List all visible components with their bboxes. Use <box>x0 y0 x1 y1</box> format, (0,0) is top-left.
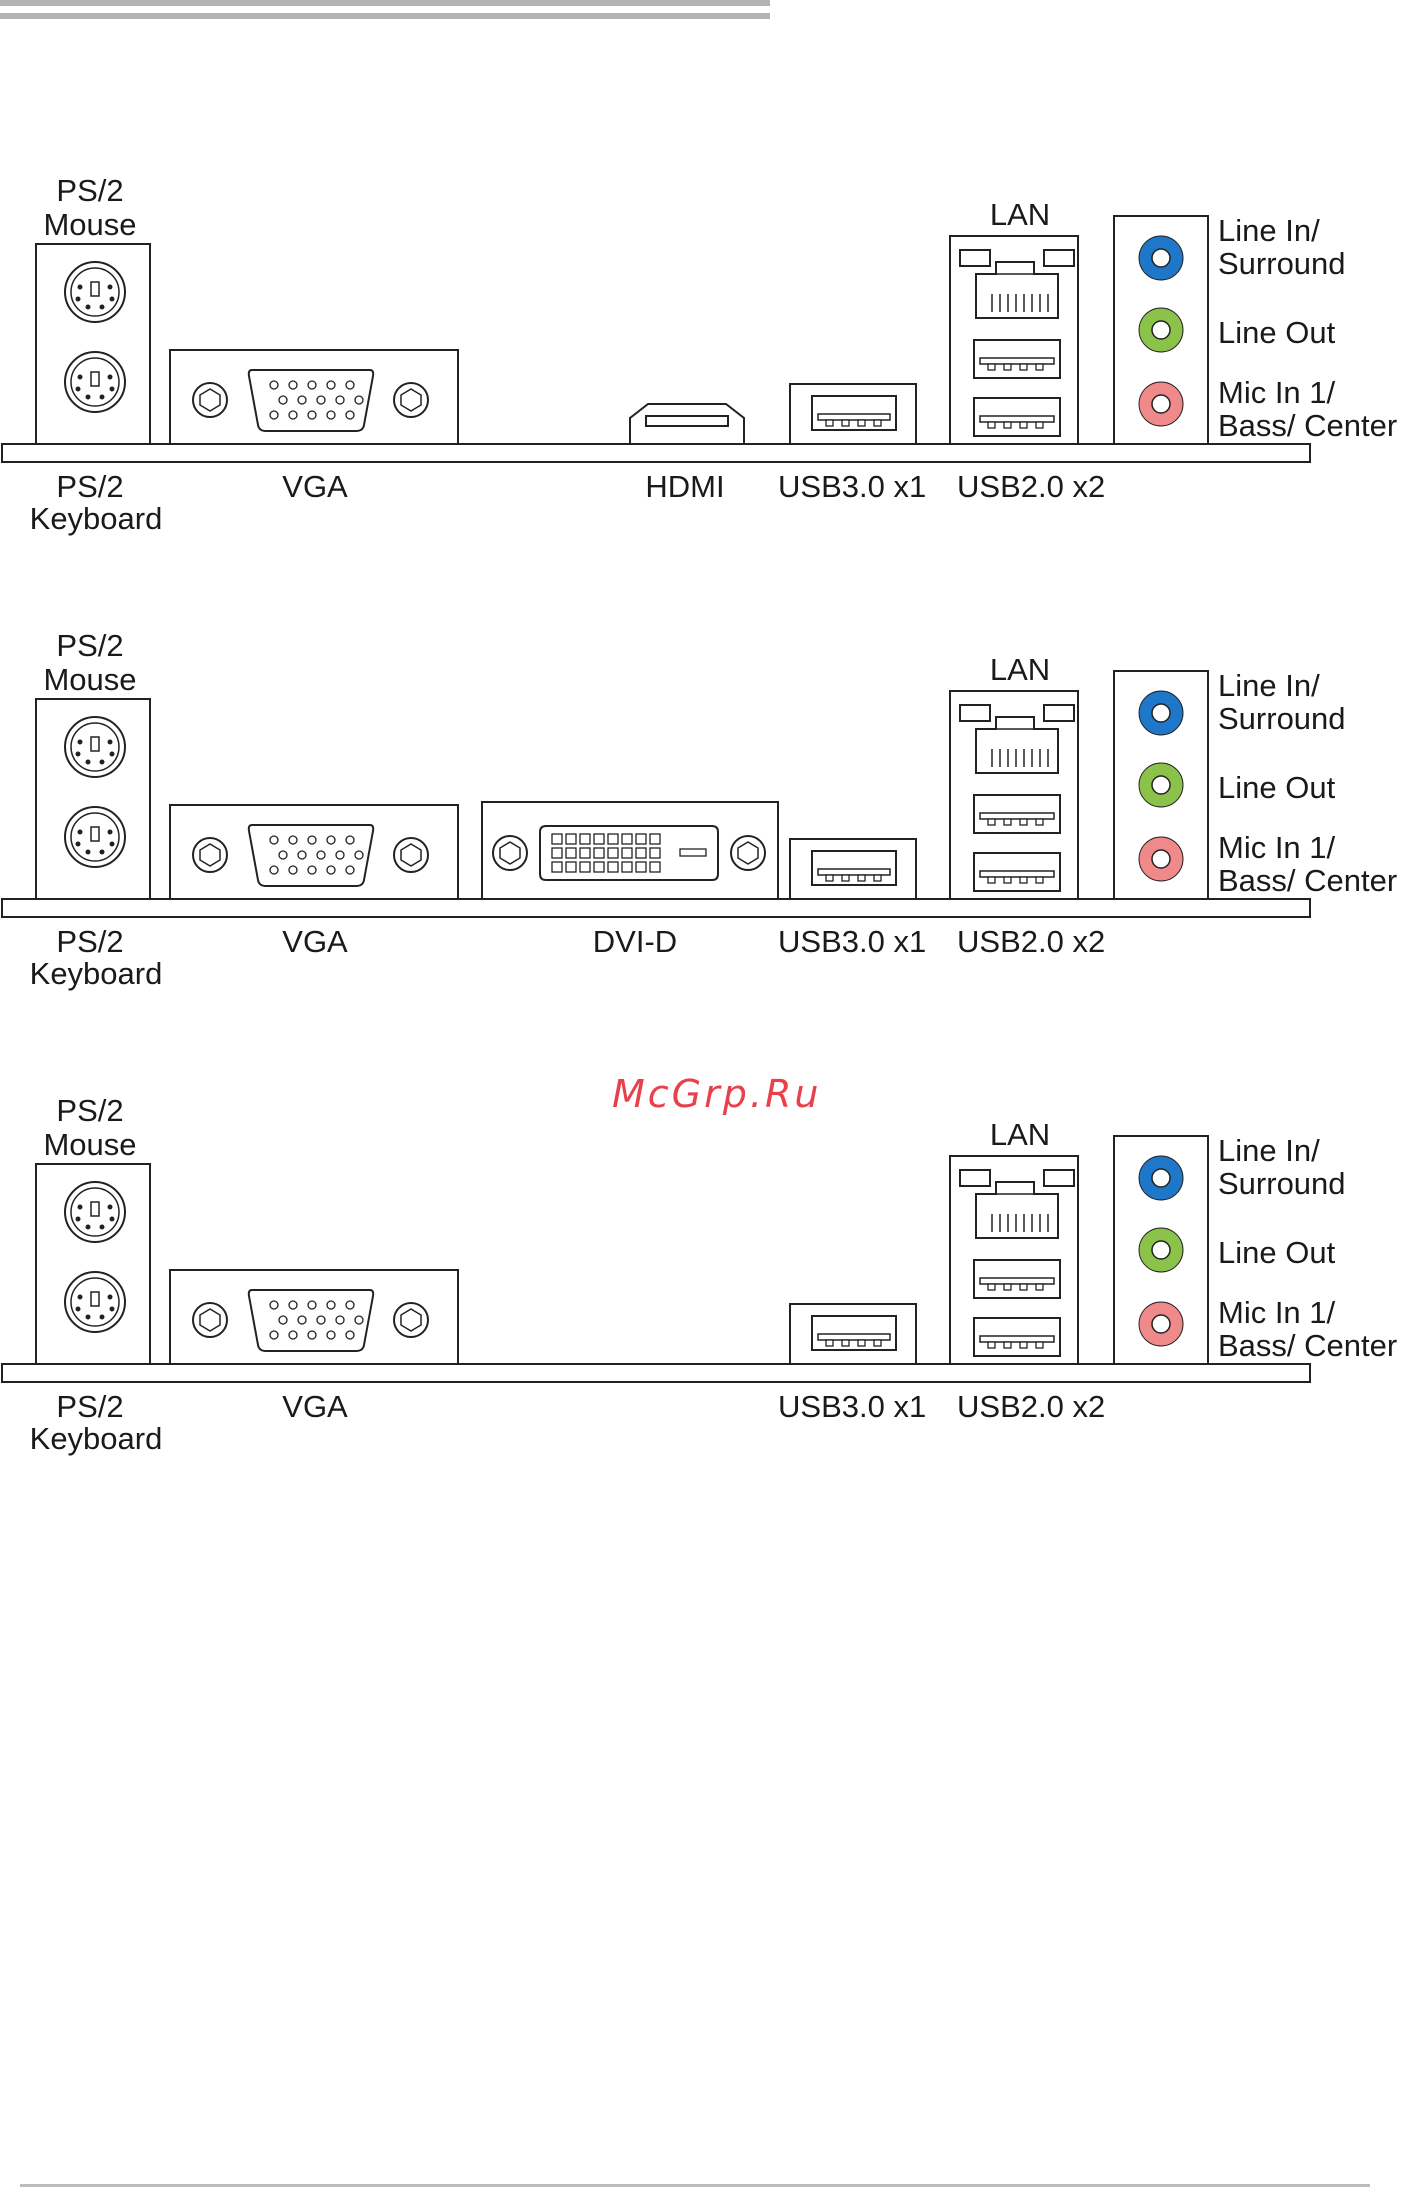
ps2-keyboard-port <box>64 351 126 413</box>
usb2-label: USB2.0 x2 <box>957 924 1106 959</box>
ps2-keyboard-label-line2: Keyboard <box>29 501 163 536</box>
line-in-label-line2: Surround <box>1218 246 1346 281</box>
lan-label: LAN <box>989 652 1051 687</box>
usb3-port <box>811 395 897 431</box>
usb2-label: USB2.0 x2 <box>957 469 1106 504</box>
header-rule-bottom <box>0 13 770 19</box>
audio-mic-in-jack <box>1138 381 1184 427</box>
ps2-keyboard-label-line2: Keyboard <box>29 1421 163 1456</box>
ps2-mouse-label-line1: PS/2 <box>56 1093 124 1128</box>
ps2-keyboard-label-line1: PS/2 <box>56 1389 124 1424</box>
line-in-label-line1: Line In/ <box>1218 1133 1320 1168</box>
vga-label: VGA <box>282 1389 348 1424</box>
usb3-port <box>811 1315 897 1351</box>
line-in-label-line1: Line In/ <box>1218 213 1320 248</box>
audio-line-out-jack <box>1138 1227 1184 1273</box>
ps2-mouse-label-line2: Mouse <box>43 662 137 697</box>
usb2-port-bottom <box>973 852 1061 892</box>
lan-port <box>959 704 1075 774</box>
ps2-keyboard-label-line1: PS/2 <box>56 469 124 504</box>
line-in-label-line2: Surround <box>1218 701 1346 736</box>
audio-line-in-jack <box>1138 690 1184 736</box>
usb2-port-top <box>973 794 1061 834</box>
usb3-port <box>811 850 897 886</box>
ps2-keyboard-label-line2: Keyboard <box>29 956 163 991</box>
usb3-label: USB3.0 x1 <box>778 1389 927 1424</box>
lan-label: LAN <box>989 1117 1051 1152</box>
ps2-keyboard-label-line1: PS/2 <box>56 924 124 959</box>
line-out-label: Line Out <box>1218 1235 1336 1270</box>
ps2-mouse-label-line2: Mouse <box>43 1127 137 1162</box>
ps2-mouse-label-line1: PS/2 <box>56 628 124 663</box>
watermark-text: McGrp.Ru <box>612 1072 822 1116</box>
line-in-label-line2: Surround <box>1218 1166 1346 1201</box>
lan-port <box>959 249 1075 319</box>
usb2-port-top <box>973 339 1061 379</box>
mic-in-label-line2: Bass/ Center <box>1218 863 1398 898</box>
audio-line-in-jack <box>1138 1155 1184 1201</box>
audio-mic-in-jack <box>1138 1301 1184 1347</box>
footer-rule <box>20 2184 1370 2187</box>
audio-line-out-jack <box>1138 762 1184 808</box>
header-rule-top <box>0 0 770 6</box>
mic-in-label-line1: Mic In 1/ <box>1218 830 1336 865</box>
usb2-port-bottom <box>973 1317 1061 1357</box>
ps2-mouse-label-line1: PS/2 <box>56 173 124 208</box>
mic-in-label-line1: Mic In 1/ <box>1218 1295 1336 1330</box>
vga-label: VGA <box>282 924 348 959</box>
ps2-keyboard-port <box>64 1271 126 1333</box>
audio-mic-in-jack <box>1138 836 1184 882</box>
vga-port <box>192 369 429 432</box>
usb2-label: USB2.0 x2 <box>957 1389 1106 1424</box>
audio-line-out-jack <box>1138 307 1184 353</box>
usb2-port-bottom <box>973 397 1061 437</box>
dvi-port <box>492 825 766 881</box>
usb2-port-top <box>973 1259 1061 1299</box>
vga-port <box>192 1289 429 1352</box>
ps2-mouse-port <box>64 1181 126 1243</box>
line-out-label: Line Out <box>1218 770 1336 805</box>
vga-label: VGA <box>282 469 348 504</box>
line-in-label-line1: Line In/ <box>1218 668 1320 703</box>
io-baseplate <box>1 1363 1311 1383</box>
ps2-keyboard-port <box>64 806 126 868</box>
vga-port <box>192 824 429 887</box>
io-baseplate <box>1 443 1311 463</box>
io-baseplate <box>1 898 1311 918</box>
line-out-label: Line Out <box>1218 315 1336 350</box>
lan-port <box>959 1169 1075 1239</box>
mic-in-label-line1: Mic In 1/ <box>1218 375 1336 410</box>
dvi-label: DVI-D <box>592 924 678 959</box>
ps2-mouse-port <box>64 261 126 323</box>
ps2-mouse-port <box>64 716 126 778</box>
hdmi-label: HDMI <box>645 469 725 504</box>
hdmi-port <box>629 403 745 444</box>
ps2-mouse-label-line2: Mouse <box>43 207 137 242</box>
usb3-label: USB3.0 x1 <box>778 469 927 504</box>
mic-in-label-line2: Bass/ Center <box>1218 1328 1398 1363</box>
audio-line-in-jack <box>1138 235 1184 281</box>
usb3-label: USB3.0 x1 <box>778 924 927 959</box>
mic-in-label-line2: Bass/ Center <box>1218 408 1398 443</box>
lan-label: LAN <box>989 197 1051 232</box>
